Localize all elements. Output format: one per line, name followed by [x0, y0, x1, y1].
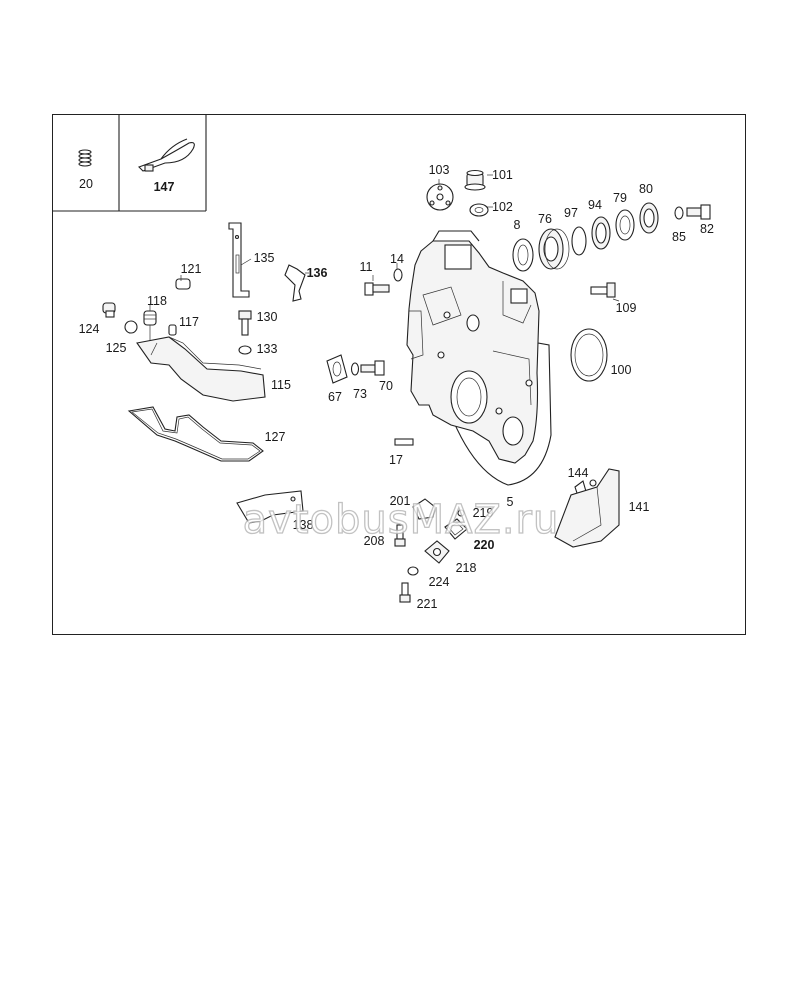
part-82-bolt: [686, 204, 711, 220]
label-144: 144: [568, 466, 589, 480]
part-94-ring: [591, 216, 611, 250]
part-79-ring: [615, 209, 635, 241]
label-94: 94: [588, 198, 602, 212]
part-133-nut: [238, 345, 252, 355]
part-109-bolt: [590, 282, 616, 298]
part-135-bracket: [228, 222, 250, 298]
label-76: 76: [538, 212, 552, 226]
part-103-cover: [426, 183, 454, 211]
label-138: 138: [293, 518, 314, 532]
label-117: 117: [179, 315, 199, 329]
label-201: 201: [390, 494, 411, 508]
part-85-washer: [674, 206, 684, 220]
label-80: 80: [639, 182, 653, 196]
label-97: 97: [564, 206, 578, 220]
label-100: 100: [611, 363, 632, 377]
part-208-bolt: [394, 524, 406, 547]
label-103: 103: [429, 163, 450, 177]
label-115: 115: [271, 378, 291, 392]
part-141-bracket: [554, 468, 620, 548]
part-117-spring: [168, 324, 177, 336]
leader-lines: [149, 174, 620, 311]
part-130-bolt: [238, 310, 252, 336]
exploded-parts-diagram: 20 147: [53, 115, 714, 611]
label-141: 141: [629, 500, 650, 514]
label-109: 109: [616, 301, 637, 315]
label-125: 125: [106, 341, 127, 355]
part-136-clip: [284, 264, 306, 302]
label-147: 147: [154, 180, 175, 194]
label-130: 130: [257, 310, 278, 324]
part-80-ring: [639, 202, 659, 234]
label-219: 219: [473, 506, 494, 520]
label-127: 127: [265, 430, 286, 444]
part-101-plug: [464, 169, 486, 191]
part-121-pin: [175, 278, 191, 290]
label-121: 121: [181, 262, 202, 276]
part-118-spring: [143, 310, 157, 343]
label-5: 5: [507, 495, 514, 509]
callout-labels: 103 101 102 8 76 97 94 79 80 85 82 121 1…: [79, 163, 714, 611]
label-17: 17: [389, 453, 403, 467]
part-67-flange: [326, 354, 348, 384]
part-17-stud: [394, 438, 414, 446]
watermark: avtobusMAZ.ru: [243, 497, 560, 543]
diagram-frame: 20 147: [52, 114, 746, 635]
part-219-ring: [457, 509, 465, 517]
flywheel-housing: [406, 230, 552, 486]
part-14-washer: [393, 268, 403, 282]
part-127-gasket: [127, 406, 264, 462]
label-124: 124: [79, 322, 100, 336]
part-76-bearing: [538, 228, 570, 270]
label-85: 85: [672, 230, 686, 244]
label-20: 20: [79, 177, 93, 191]
part-138-plate: [236, 490, 304, 524]
part-70-bolt: [360, 360, 385, 376]
part-102-washer: [469, 203, 489, 217]
part-220-gasket: [444, 518, 468, 540]
part-218-flange: [424, 540, 450, 564]
part-125-ring: [124, 320, 138, 334]
label-73: 73: [353, 387, 367, 401]
part-8-seal: [512, 238, 534, 272]
label-8: 8: [514, 218, 521, 232]
part-224-washer: [407, 566, 419, 576]
label-135: 135: [254, 251, 275, 265]
label-14: 14: [390, 252, 404, 266]
part-11-bolt: [364, 282, 390, 296]
label-102: 102: [492, 200, 513, 214]
label-218: 218: [456, 561, 477, 575]
label-224: 224: [429, 575, 450, 589]
spring-icon: [78, 149, 92, 167]
label-118: 118: [147, 294, 167, 308]
part-73-washer: [350, 362, 360, 376]
label-208: 208: [364, 534, 385, 548]
label-79: 79: [613, 191, 627, 205]
part-97-ring: [571, 226, 587, 256]
label-101: 101: [492, 168, 513, 182]
label-11: 11: [360, 260, 373, 274]
label-136: 136: [307, 266, 328, 280]
part-115-pipe: [136, 336, 266, 402]
part-201-flange: [412, 498, 436, 520]
part-221-bolt: [399, 582, 411, 603]
cable-tie-icon: [138, 138, 195, 172]
part-124-plug: [102, 302, 116, 318]
inset-box: [53, 115, 207, 212]
part-100-seal: [570, 328, 608, 382]
label-221: 221: [417, 597, 438, 611]
label-133: 133: [257, 342, 278, 356]
label-70: 70: [379, 379, 393, 393]
label-82: 82: [700, 222, 714, 236]
label-67: 67: [328, 390, 342, 404]
label-220: 220: [474, 538, 495, 552]
